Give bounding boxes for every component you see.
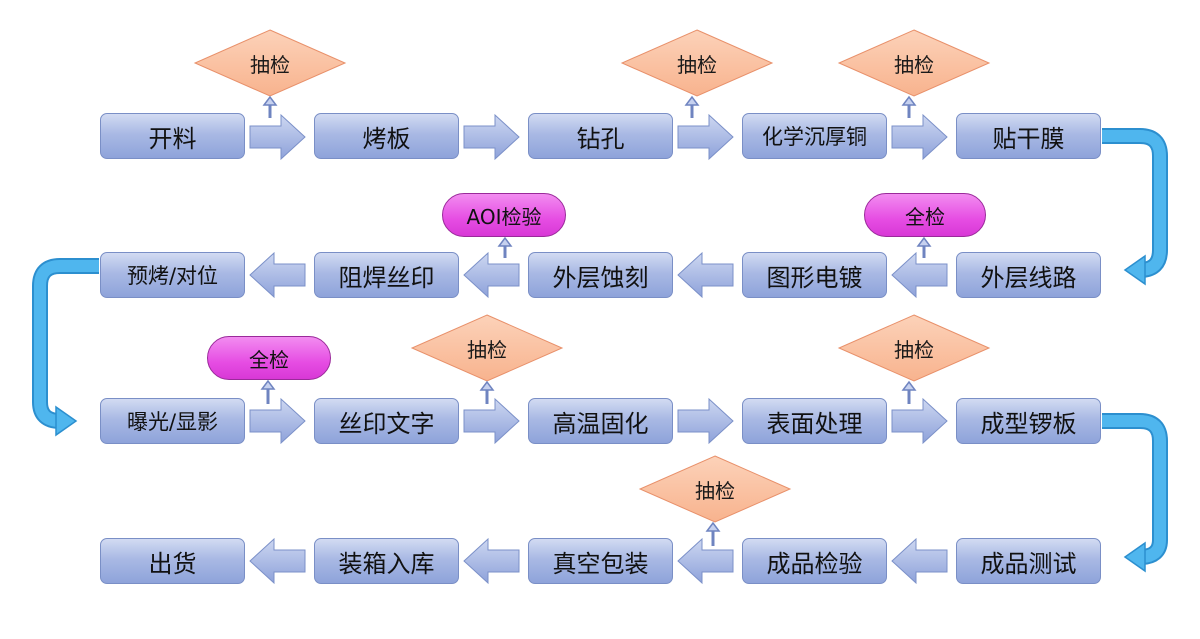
return-connector-head xyxy=(1123,254,1146,286)
check-label: 抽检 xyxy=(467,337,507,362)
step-final-inspection: 成品检验 xyxy=(742,538,887,584)
up-arrow-head xyxy=(901,95,917,106)
check-label: 抽检 xyxy=(250,52,290,77)
return-connector-head xyxy=(55,405,78,437)
flow-arrow-right xyxy=(677,397,734,445)
flow-arrow-left xyxy=(677,251,734,299)
step-outer-etching: 外层蚀刻 xyxy=(528,252,673,298)
up-arrow-head xyxy=(479,380,495,391)
step-shipping: 出货 xyxy=(100,538,245,584)
check-diamond xyxy=(837,29,991,97)
up-arrow-head xyxy=(916,236,932,247)
flow-arrow-right xyxy=(891,113,948,161)
step-boxing: 装箱入库 xyxy=(314,538,459,584)
check-label: 抽检 xyxy=(677,52,717,77)
flow-arrow-left xyxy=(891,251,948,299)
check-diamond xyxy=(620,29,774,97)
step-exposure-develop: 曝光/显影 xyxy=(100,398,245,444)
check-pill-full: 全检 xyxy=(864,193,986,237)
check-diamond xyxy=(837,314,991,382)
check-label: 抽检 xyxy=(695,478,735,503)
step-routing: 成型锣板 xyxy=(956,398,1101,444)
return-connector-outline xyxy=(1102,128,1168,278)
step-dry-film: 贴干膜 xyxy=(956,113,1101,159)
return-connector xyxy=(1102,130,1166,276)
return-connector-outline xyxy=(32,258,99,429)
step-pattern-plating: 图形电镀 xyxy=(742,252,887,298)
step-cutting: 开料 xyxy=(100,113,245,159)
return-connector xyxy=(34,260,99,427)
step-vacuum-pack: 真空包装 xyxy=(528,538,673,584)
flow-arrow-right xyxy=(249,397,306,445)
up-arrow-head xyxy=(684,95,700,106)
return-connector-outline xyxy=(1102,413,1168,565)
return-connector xyxy=(1102,415,1166,563)
step-drilling: 钻孔 xyxy=(528,113,673,159)
check-label: 抽检 xyxy=(894,52,934,77)
flow-arrow-right xyxy=(463,113,520,161)
check-label: 抽检 xyxy=(894,337,934,362)
up-arrow-head xyxy=(705,521,721,532)
flow-arrow-right xyxy=(891,397,948,445)
step-curing: 高温固化 xyxy=(528,398,673,444)
step-final-test: 成品测试 xyxy=(956,538,1101,584)
flow-arrow-left xyxy=(463,251,520,299)
step-baking: 烤板 xyxy=(314,113,459,159)
check-diamond xyxy=(638,455,792,523)
step-legend-print: 丝印文字 xyxy=(314,398,459,444)
flow-arrow-left xyxy=(249,251,306,299)
flow-arrow-right xyxy=(249,113,306,161)
step-copper-plating: 化学沉厚铜 xyxy=(742,113,887,159)
step-surface-finish: 表面处理 xyxy=(742,398,887,444)
flow-arrow-left xyxy=(677,537,734,585)
up-arrow-head xyxy=(262,95,278,106)
check-pill-aoi: AOI检验 xyxy=(442,193,566,237)
step-outer-circuit: 外层线路 xyxy=(956,252,1101,298)
flow-arrow-left xyxy=(463,537,520,585)
up-arrow-head xyxy=(260,379,276,390)
step-solder-mask: 阻焊丝印 xyxy=(314,252,459,298)
up-arrow-head xyxy=(497,236,513,247)
flow-arrow-right xyxy=(463,397,520,445)
flow-arrow-left xyxy=(891,537,948,585)
check-pill-full: 全检 xyxy=(207,336,331,380)
flow-arrow-right xyxy=(677,113,734,161)
return-connector-head xyxy=(1123,541,1146,573)
flow-arrow-left xyxy=(249,537,306,585)
step-predry-align: 预烤/对位 xyxy=(100,252,245,298)
up-arrow-head xyxy=(901,380,917,391)
